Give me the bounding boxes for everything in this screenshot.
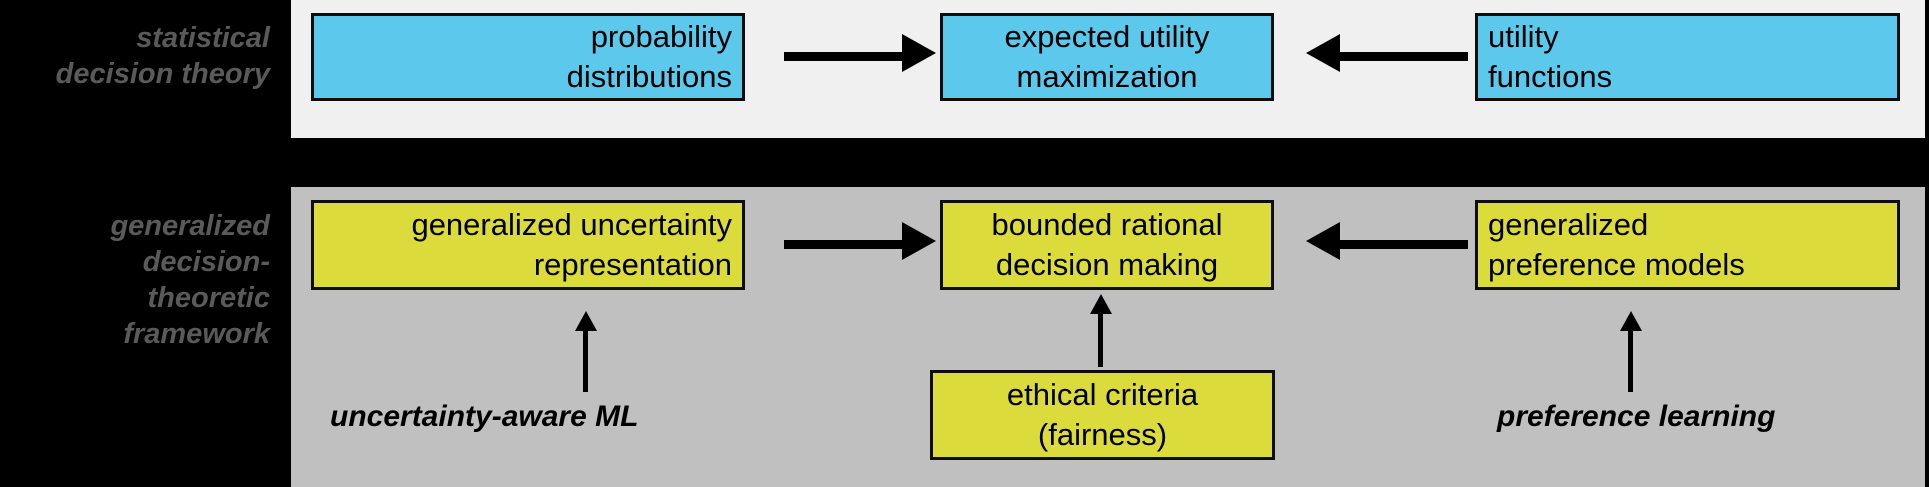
node-line: ethical criteria <box>1006 377 1199 412</box>
node-line: expected utility <box>1004 19 1210 54</box>
node-line: (fairness) <box>1037 417 1168 452</box>
node-generalized-preference-models[interactable]: generalized preference models <box>1475 200 1900 290</box>
caption-uncertainty-aware-ml: uncertainty-aware ML <box>330 400 639 433</box>
node-line: distributions <box>566 59 732 94</box>
node-line: representation <box>533 247 732 282</box>
node-line: probability <box>590 19 732 54</box>
caption-preference-learning: preference learning <box>1497 400 1776 433</box>
row-label-line: framework <box>123 318 270 350</box>
node-line: bounded rational <box>991 207 1223 242</box>
node-probability-distributions[interactable]: probability distributions <box>311 13 745 101</box>
node-ethical-criteria[interactable]: ethical criteria (fairness) <box>930 370 1275 460</box>
node-line: functions <box>1488 59 1613 94</box>
row-label-statistical-decision-theory: statistical decision theory <box>20 20 270 92</box>
node-line: decision making <box>995 247 1219 282</box>
node-generalized-uncertainty-representation[interactable]: generalized uncertainty representation <box>311 200 745 290</box>
node-line: preference models <box>1488 247 1745 282</box>
node-line: generalized <box>1488 207 1649 242</box>
node-utility-functions[interactable]: utility functions <box>1475 13 1900 101</box>
node-line: utility <box>1488 19 1559 54</box>
row-label-line: generalized <box>110 210 270 242</box>
row-label-generalized-framework: generalized decision- theoretic framewor… <box>20 208 270 352</box>
row-label-line: decision theory <box>55 58 270 90</box>
node-bounded-rational-decision-making[interactable]: bounded rational decision making <box>940 200 1274 290</box>
row-label-line: decision- <box>142 246 270 278</box>
row-label-line: statistical <box>136 22 270 54</box>
node-line: maximization <box>1016 59 1198 94</box>
row-label-line: theoretic <box>147 282 270 314</box>
node-expected-utility-maximization[interactable]: expected utility maximization <box>940 13 1274 101</box>
node-line: generalized uncertainty <box>411 207 732 242</box>
